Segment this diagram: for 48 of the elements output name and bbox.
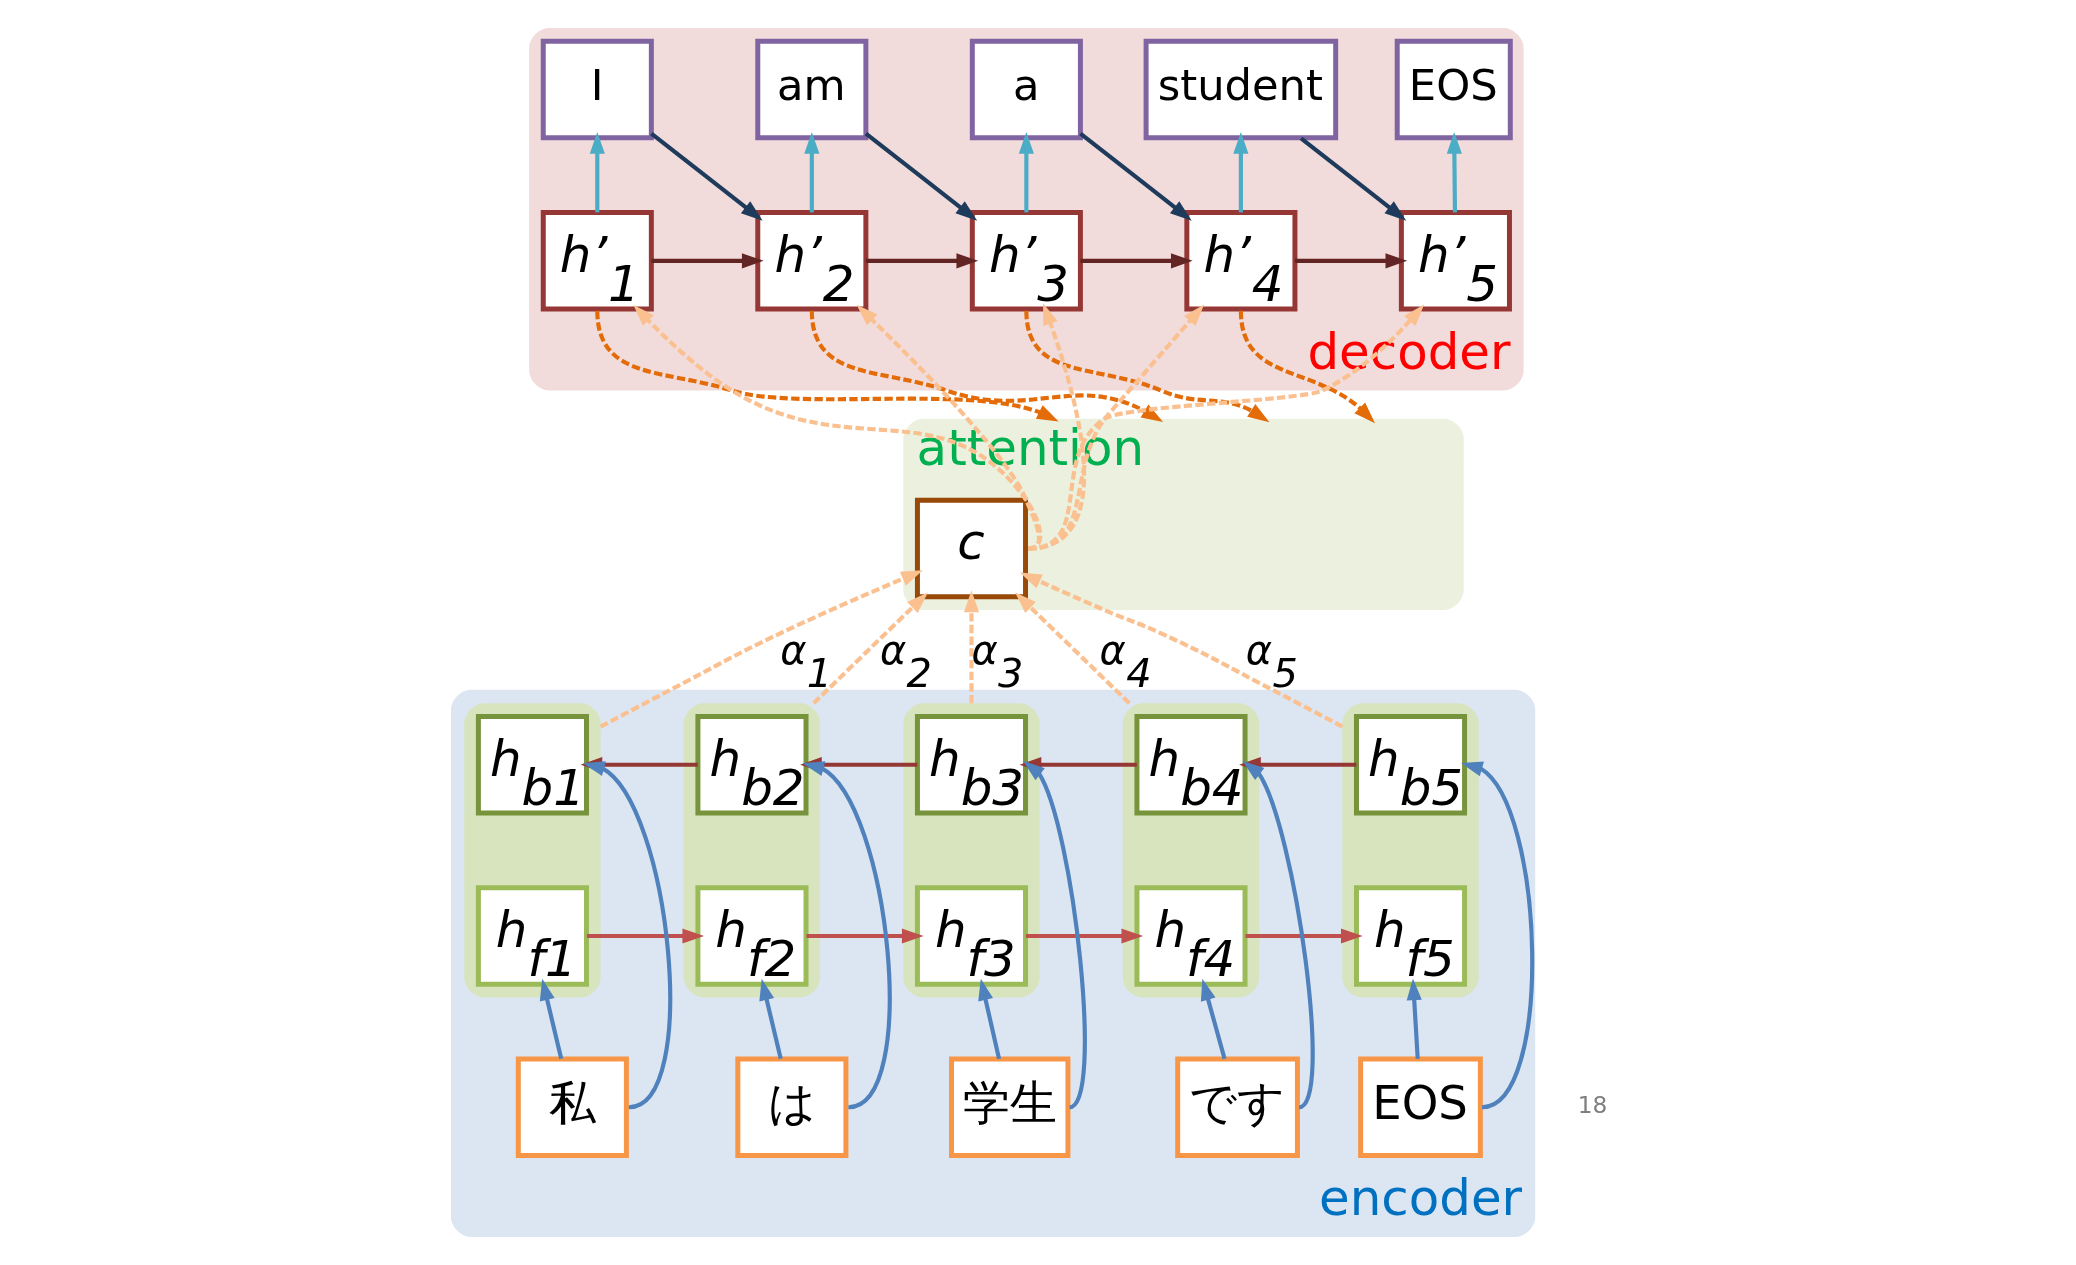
arrow <box>582 761 673 1110</box>
arrow <box>1079 131 1192 221</box>
arrow <box>812 592 928 705</box>
label: 18 <box>1577 1091 1608 1119</box>
arrow <box>1024 310 1270 423</box>
arrow <box>651 253 764 269</box>
arrow <box>1233 132 1249 213</box>
arrow <box>595 310 1059 422</box>
node-box: は <box>735 1056 849 1158</box>
arrow <box>1294 253 1408 269</box>
arrow <box>1299 136 1407 221</box>
node-box: am <box>755 38 869 141</box>
arrow <box>1080 253 1193 269</box>
arrow <box>809 310 1164 422</box>
node-box: 私 <box>515 1056 629 1158</box>
node-box: student <box>1143 38 1339 141</box>
node-box: EOS <box>1358 1056 1483 1158</box>
node-box: 学生 <box>949 1056 1071 1158</box>
node-box: です <box>1175 1056 1300 1158</box>
arrow <box>1015 592 1131 705</box>
arrow <box>865 253 979 269</box>
arrow <box>1019 572 1344 729</box>
arrow <box>599 570 923 729</box>
arrow <box>963 590 980 704</box>
arrow <box>650 131 763 221</box>
arrow <box>802 761 892 1110</box>
arrow <box>1023 760 1087 1109</box>
arrow <box>1406 978 1422 1059</box>
arrow <box>1018 132 1034 213</box>
node-box: I <box>540 38 654 141</box>
arrow <box>1025 928 1144 944</box>
arrow <box>759 978 783 1060</box>
arrow <box>539 978 564 1060</box>
arrow <box>978 978 1002 1060</box>
node-box: EOS <box>1394 38 1513 141</box>
arrow <box>804 132 820 213</box>
arrow <box>1461 761 1535 1110</box>
arrow <box>586 928 705 944</box>
arrow <box>1200 978 1227 1060</box>
arrow <box>1242 760 1315 1109</box>
node-box: c <box>914 497 1029 600</box>
arrow <box>1238 310 1375 424</box>
arrow <box>806 928 924 944</box>
arrow <box>589 132 605 213</box>
arrow <box>1245 928 1363 944</box>
arrow <box>864 131 978 221</box>
arrow <box>1446 132 1462 213</box>
node-box: a <box>969 38 1083 141</box>
